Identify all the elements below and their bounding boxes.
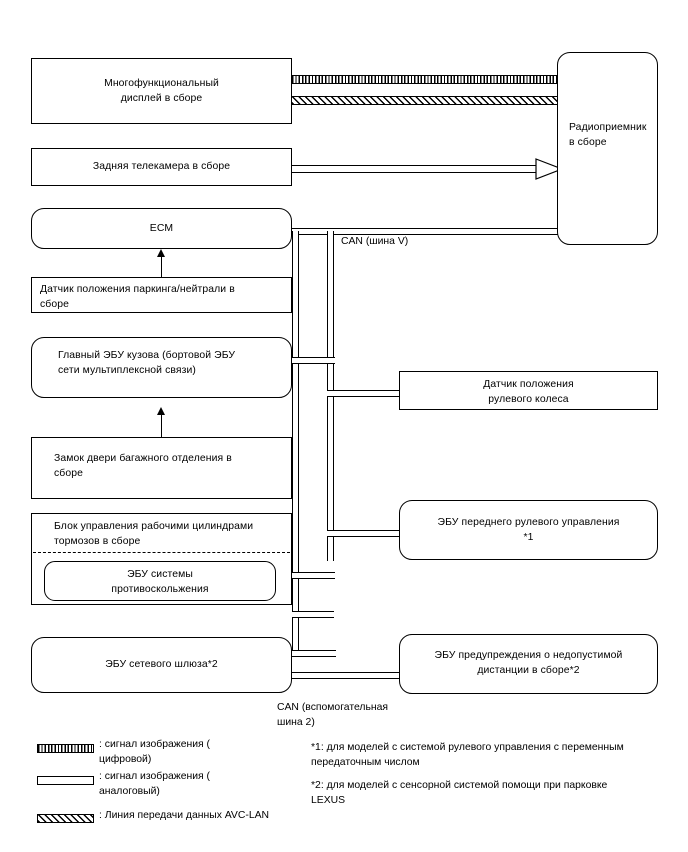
analog-signal-arrowhead [535, 158, 564, 180]
block-ecm[interactable]: ECM [31, 208, 292, 249]
can-link-steering-sensor [327, 390, 401, 397]
avclan-signal-line [291, 96, 563, 105]
block-brake-actuator-label: Блок управления рабочими цилиндрами торм… [54, 521, 254, 547]
block-skid-control-ecu-label: ЭБУ системы противоскольжения [111, 569, 209, 595]
arrow-line-park-neutral [161, 256, 163, 278]
legend-swatch-avclan-icon [37, 814, 94, 823]
arrow-head-luggage-lock [156, 407, 165, 415]
block-rear-camera[interactable]: Задняя телекамера в сборе [31, 148, 292, 186]
block-luggage-door-lock-label: Замок двери багажного отделения в сборе [54, 453, 232, 479]
legend-swatch-digital-icon [37, 744, 94, 753]
block-front-steering-ecu-label: ЭБУ переднего рулевого управления *1 [437, 517, 620, 543]
block-main-body-ecu[interactable]: Главный ЭБУ кузова (бортовой ЭБУ сети му… [31, 337, 292, 398]
block-steering-angle-sensor[interactable]: Датчик положения рулевого колеса [399, 371, 658, 410]
can-link-ecm-radio [291, 228, 563, 235]
block-luggage-door-lock[interactable]: Замок двери багажного отделения в сборе [31, 437, 292, 499]
can-link-skid-ecu [273, 572, 335, 579]
block-gateway-ecu-label: ЭБУ сетевого шлюза*2 [105, 659, 218, 670]
legend-swatch-analog-icon [37, 776, 94, 785]
block-front-steering-ecu[interactable]: ЭБУ переднего рулевого управления *1 [399, 500, 658, 560]
block-radio-receiver-label: Радиоприемник в сборе [569, 122, 647, 148]
bus-label-can-v: CAN (шина V) [341, 236, 409, 247]
can-link-body-ecu [291, 357, 335, 364]
can-link-gateway-distance [291, 672, 403, 679]
legend-text-digital: : сигнал изображения ( цифровой) [99, 739, 211, 765]
block-ecm-label: ECM [149, 223, 174, 234]
arrow-line-luggage-lock [161, 414, 163, 438]
block-rear-camera-label: Задняя телекамера в сборе [92, 161, 231, 172]
digital-signal-line [291, 75, 563, 84]
can-elbow-sub2 [292, 611, 334, 618]
block-main-body-ecu-label: Главный ЭБУ кузова (бортовой ЭБУ сети му… [58, 350, 236, 376]
block-distance-warning-ecu[interactable]: ЭБУ предупреждения о недопустимой дистан… [399, 634, 658, 694]
footnote-2: *2: для моделей с сенсорной системой пом… [311, 780, 608, 806]
legend-text-avclan: : Линия передачи данных AVC-LAN [99, 810, 270, 821]
block-gateway-ecu[interactable]: ЭБУ сетевого шлюза*2 [31, 637, 292, 693]
brake-block-divider [33, 552, 290, 553]
legend-text-analog: : сигнал изображения ( аналоговый) [99, 771, 211, 797]
can-link-front-steering-ecu [327, 530, 401, 537]
block-distance-warning-ecu-label: ЭБУ предупреждения о недопустимой дистан… [434, 650, 623, 676]
block-multifunction-display-label: Многофункциональный дисплей в сборе [104, 78, 219, 104]
block-park-neutral-sensor-label: Датчик положения паркинга/нейтрали в сбо… [40, 284, 235, 310]
block-park-neutral-sensor[interactable]: Датчик положения паркинга/нейтрали в сбо… [31, 277, 292, 313]
block-skid-control-ecu[interactable]: ЭБУ системы противоскольжения [44, 561, 276, 601]
bus-label-can-sub2: CAN (вспомогательная шина 2) [277, 702, 389, 728]
analog-signal-shaft [291, 165, 539, 173]
block-steering-angle-sensor-label: Датчик положения рулевого колеса [483, 379, 574, 405]
arrow-head-park-neutral [156, 249, 165, 257]
footnote-1: *1: для моделей с системой рулевого упра… [311, 742, 624, 768]
can-link-gateway-up [291, 650, 336, 657]
block-multifunction-display[interactable]: Многофункциональный дисплей в сборе [31, 58, 292, 124]
can-trunk-left [292, 231, 299, 657]
block-radio-receiver[interactable]: Радиоприемник в сборе [557, 52, 658, 245]
